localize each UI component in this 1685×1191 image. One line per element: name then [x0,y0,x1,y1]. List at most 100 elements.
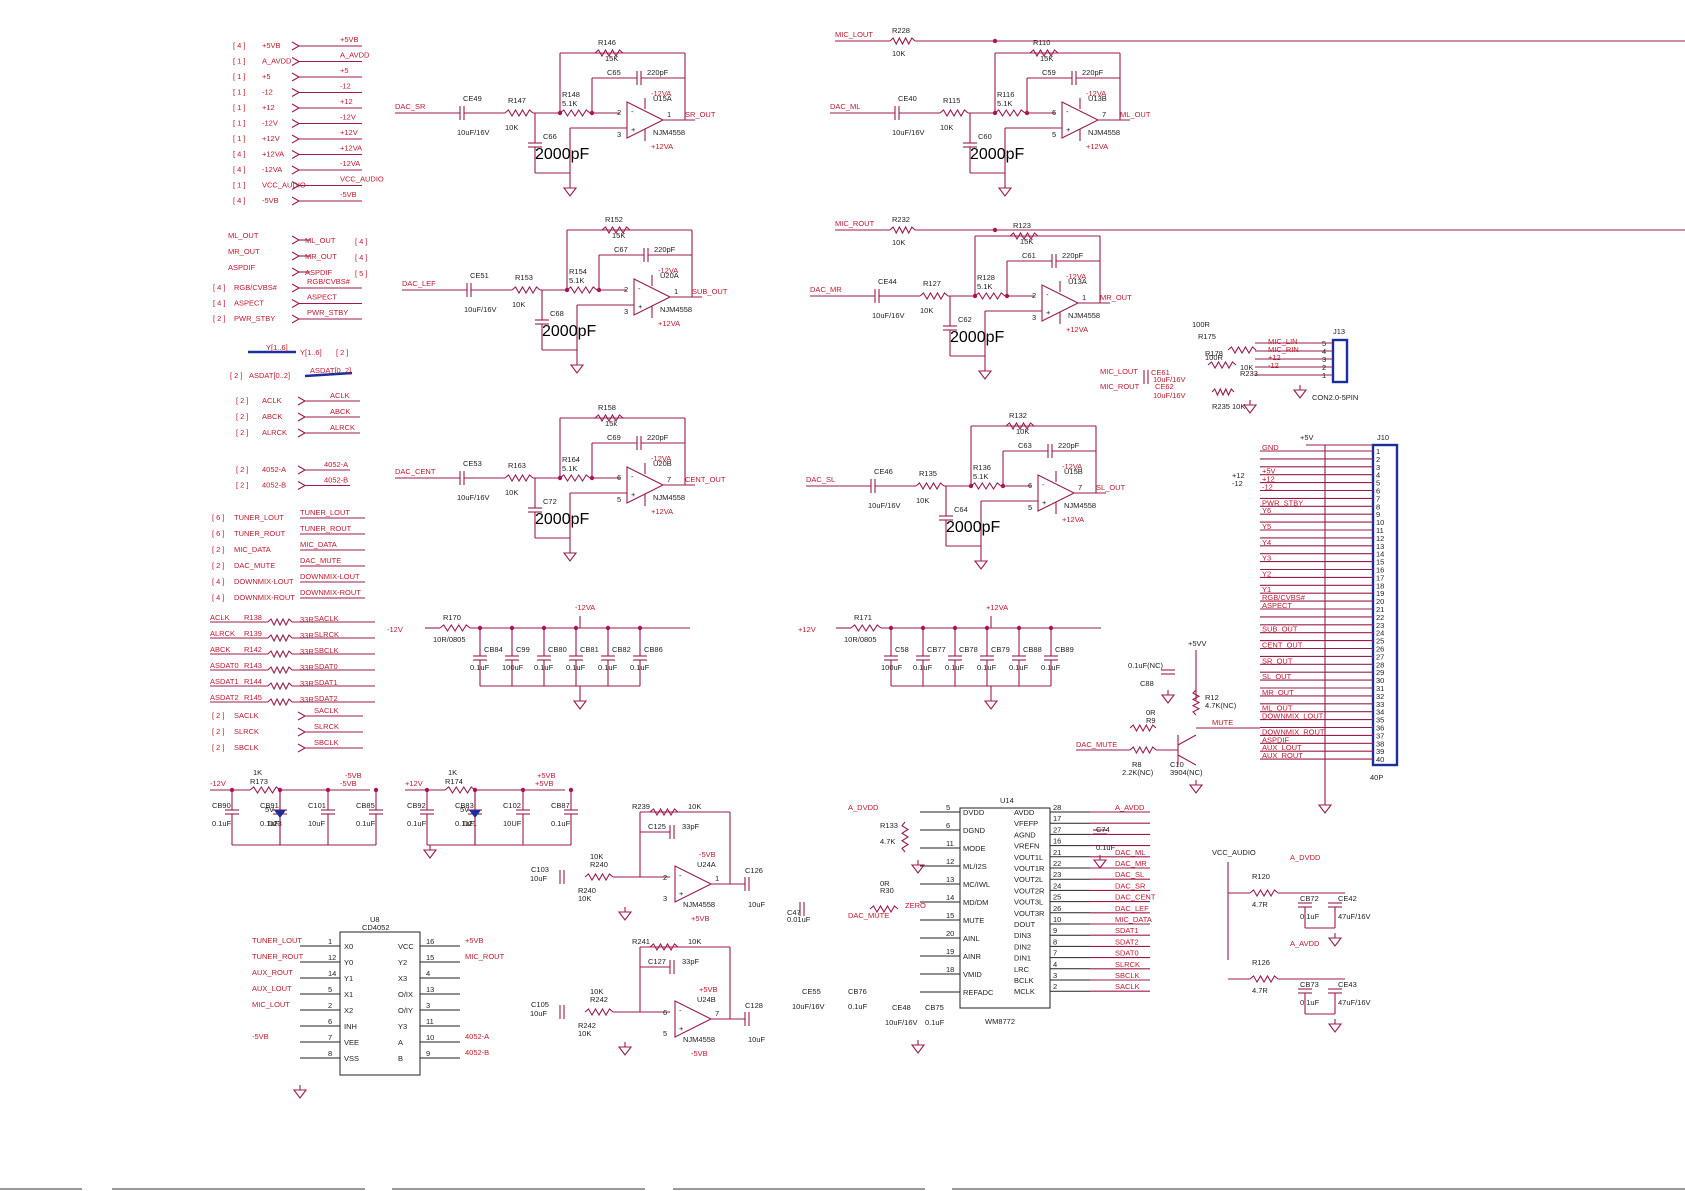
resistor [267,633,293,643]
label: CON2.0-5PIN [1312,393,1358,402]
label: +5VB [699,985,718,994]
label: NJM4558 [1068,311,1100,320]
label: [ 1 ] [233,57,246,66]
label: 9 [426,1049,430,1058]
label: +5VB [340,35,359,44]
label: 8 [1376,502,1380,511]
label: DIN2 [1014,942,1031,951]
label: 5V [265,805,274,814]
label: 12 [946,857,954,866]
resistor [1191,689,1201,716]
label: R132 [1009,411,1027,420]
label: 5.1K [977,282,992,291]
label: R138 [244,613,262,622]
label: 3 [1376,463,1380,472]
label: 11 [946,839,954,848]
label: 10uF [748,1035,766,1044]
label: DAC_SR [395,102,426,111]
label: 31 [1376,684,1384,693]
label: 220pF [647,433,669,442]
label: 23 [1376,621,1384,630]
label: AUX_ROUT [1262,751,1303,760]
label: RGB/CVBS# [234,283,278,292]
label: 4052-A [465,1032,489,1041]
label: 19 [946,947,954,956]
label: 2 [1032,291,1036,300]
label: - [631,472,634,481]
j10-body [1371,443,1399,767]
label: MIC_LOUT [835,30,873,39]
label: 2.2K(NC) [1122,768,1154,777]
net-flag [297,711,307,721]
label: 0.1uF [925,1018,945,1027]
label: + [631,490,636,499]
resistor [267,697,293,707]
label: J10 [1377,433,1389,442]
label: C74 [1096,825,1110,834]
label: 4052-B [465,1048,489,1057]
label: 15K [1040,54,1053,63]
label: TUNER_LOUT [300,508,350,517]
label: [ 4 ] [212,593,225,602]
label: CB78 [959,645,978,654]
label: 0.1uF [407,819,427,828]
label: 1K [448,768,457,777]
label: 100R [1205,353,1224,362]
label: AGND [1014,830,1036,839]
label: R8 [1132,760,1142,769]
label: 15 [946,911,954,920]
label: R240 [578,886,596,895]
label: -12 [1262,483,1273,492]
label: MUTE [1212,718,1233,727]
label: +12VA [262,150,284,159]
label: R128 [977,273,995,282]
label: DOWNMIX_LOUT [1262,712,1324,721]
label: C60 [978,132,992,141]
label: 0.1uF [551,819,571,828]
label: INH [344,1022,357,1031]
label: R242 [590,995,608,1004]
label: DAC_MUTE [848,911,889,920]
label: 15 [1376,558,1384,567]
label: 15K [612,231,625,240]
label: [ 2 ] [212,727,225,736]
label: 10K [505,488,518,497]
net-flag [291,119,301,128]
net-flag [291,283,301,293]
label: SLRCK [234,727,259,736]
label: +12VA [1086,142,1108,151]
label: NJM4558 [1088,128,1120,137]
label: 30 [1376,676,1384,685]
label: 16 [1376,566,1384,575]
label: BCLK [1014,976,1034,985]
label: 1 [328,937,332,946]
label: 26 [1376,645,1384,654]
net-flag [297,743,307,753]
label: 5 [617,495,621,504]
label: VOUT2R [1014,886,1045,895]
label: 0.1uF [945,663,965,672]
label: CB75 [925,1003,944,1012]
label: 5.1K [973,472,988,481]
label: 4.7R [1252,986,1268,995]
label: CB82 [612,645,631,654]
label: CB87 [551,801,570,810]
label: -5VB [691,1049,708,1058]
label: 13 [1376,542,1384,551]
label: [ 2 ] [212,561,225,570]
label: 0.1uF [455,819,475,828]
label: 3 [663,894,667,903]
label: 4.7K(NC) [1205,701,1237,710]
label: MIC_DATA [1115,915,1152,924]
label: 15k [605,419,617,428]
label: 33pF [682,957,700,966]
label: SL_OUT [1262,672,1292,681]
label: C102 [503,801,521,810]
label: -12VA [651,454,671,463]
label: 10uF/16V [464,305,497,314]
label: X0 [344,942,353,951]
label: 0.1uF [848,1002,868,1011]
label: 36 [1376,724,1384,733]
ground-symbol [617,911,633,921]
zener-regulators: -12V1KR173-5VBCB900.1uFCB910.1uFC10110uF… [210,768,578,859]
